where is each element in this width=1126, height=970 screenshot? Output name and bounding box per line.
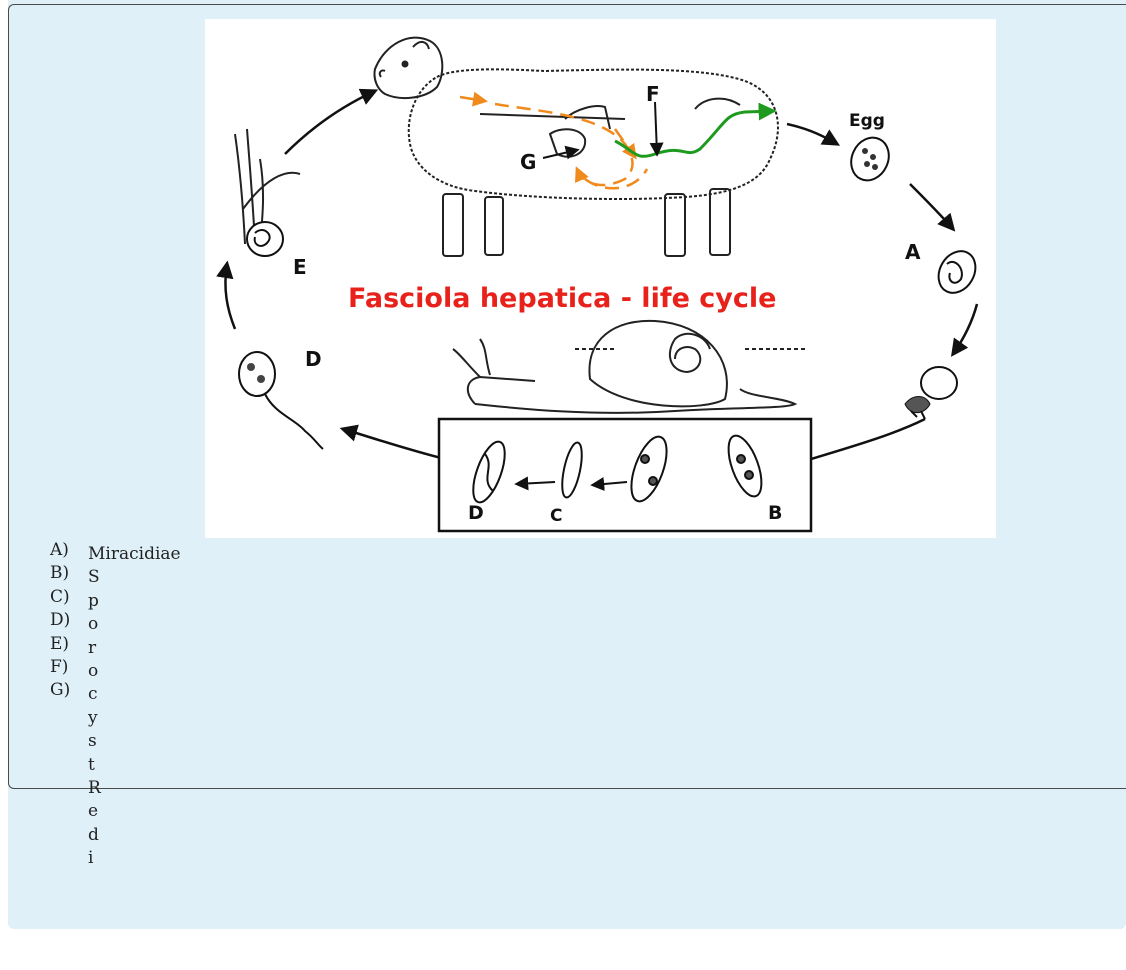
- diagram-canvas: F G Egg A: [205, 19, 996, 538]
- value-wrapped-text: SporocystRedi: [88, 566, 100, 870]
- key-f: F): [50, 656, 90, 679]
- label-c: C: [550, 506, 562, 526]
- label-d-box: D: [468, 502, 484, 524]
- egg-illustration: [844, 131, 895, 186]
- key-g: G): [50, 679, 90, 702]
- miracidium-illustration: [905, 367, 957, 419]
- sheep-illustration: [374, 38, 777, 256]
- key-e: E): [50, 633, 90, 656]
- key-a: A): [50, 539, 90, 562]
- label-egg: Egg: [849, 111, 885, 131]
- key-b: B): [50, 562, 90, 585]
- answer-key-letters: A) B) C) D) E) F) G): [50, 539, 90, 703]
- label-d: D: [305, 347, 322, 371]
- label-a: A: [905, 240, 921, 264]
- key-c: C): [50, 586, 90, 609]
- green-egg-path: [615, 111, 773, 156]
- embryonated-egg-illustration: [931, 244, 982, 299]
- value-miracidiae: Miracidiae: [88, 543, 100, 566]
- label-g: G: [520, 150, 536, 174]
- label-f: F: [646, 82, 660, 106]
- label-e: E: [293, 255, 307, 279]
- diagram-title: Fasciola hepatica - life cycle: [348, 283, 776, 314]
- answer-key-values: Miracidiae SporocystRedi: [88, 543, 100, 871]
- label-b: B: [768, 502, 782, 524]
- f-pointer-arrow: [655, 102, 657, 154]
- life-cycle-diagram: F G Egg A: [205, 19, 996, 538]
- key-d: D): [50, 609, 90, 632]
- snail-illustration: [453, 321, 805, 413]
